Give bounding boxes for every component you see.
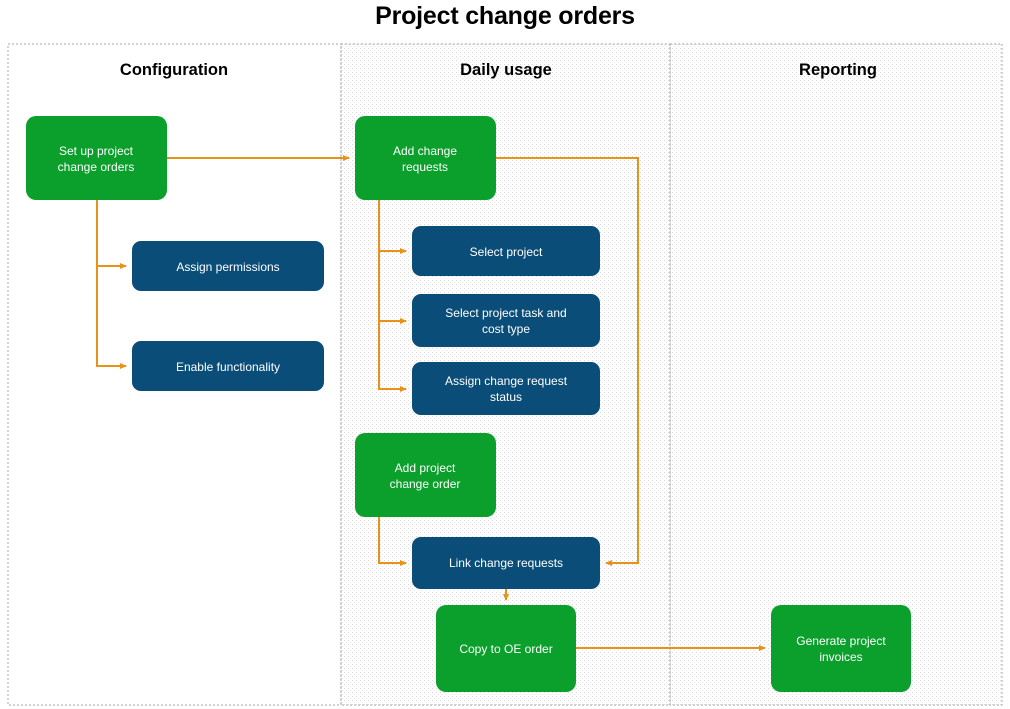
node-select-project-task-and-cost-type-line-1: Select project task and: [445, 306, 566, 320]
node-assign-permissions[interactable]: Assign permissions: [132, 241, 324, 291]
node-set-up-project-change-orders-line-2: change orders: [58, 160, 135, 174]
node-select-project-task-and-cost-type-shape[interactable]: [412, 294, 600, 347]
connector-add-project-change-order-to-link-change-requests: [378, 517, 407, 566]
node-add-change-requests-line-1: Add change: [393, 144, 457, 158]
node-generate-project-invoices-line-1: Generate project: [796, 634, 886, 648]
node-copy-to-oe-order[interactable]: Copy to OE order: [436, 605, 576, 692]
swimlane-title-configuration: Configuration: [120, 61, 228, 79]
nodes: Set up project change orders Assign perm…: [26, 116, 911, 692]
node-enable-functionality[interactable]: Enable functionality: [132, 341, 324, 391]
node-add-change-requests-line-2: requests: [402, 160, 448, 174]
swimlane-borders: [7, 43, 1003, 706]
node-select-project-task-and-cost-type-line-2: cost type: [482, 322, 530, 336]
connector-add-change-requests-to-assign-status: [378, 200, 407, 392]
node-add-project-change-order-shape[interactable]: [355, 433, 496, 517]
node-link-change-requests[interactable]: Link change requests: [412, 537, 600, 589]
node-enable-functionality-line-1: Enable functionality: [176, 360, 280, 374]
node-generate-project-invoices-shape[interactable]: [771, 605, 911, 692]
node-link-change-requests-line-1: Link change requests: [449, 556, 563, 570]
node-assign-change-request-status-line-1: Assign change request: [445, 374, 568, 388]
swimlane-reporting-bg: [670, 44, 1002, 705]
node-select-project-task-and-cost-type[interactable]: Select project task and cost type: [412, 294, 600, 347]
node-select-project[interactable]: Select project: [412, 226, 600, 276]
connectors: [96, 154, 766, 651]
node-generate-project-invoices[interactable]: Generate project invoices: [771, 605, 911, 692]
swimlane-reporting-border: [669, 43, 1003, 706]
connector-add-change-requests-to-link-change-requests: [496, 157, 639, 567]
node-generate-project-invoices-line-2: invoices: [819, 650, 862, 664]
node-add-project-change-order-line-2: change order: [390, 477, 461, 491]
node-select-project-shape[interactable]: [412, 226, 600, 276]
node-set-up-project-change-orders-shape[interactable]: [26, 116, 167, 200]
swimlane-titles: Configuration Daily usage Reporting: [120, 61, 877, 79]
node-assign-change-request-status[interactable]: Assign change request status: [412, 362, 600, 415]
node-assign-permissions-shape[interactable]: [132, 241, 324, 291]
node-assign-change-request-status-line-2: status: [490, 390, 522, 404]
swimlane-title-daily-usage: Daily usage: [460, 61, 552, 79]
node-set-up-project-change-orders[interactable]: Set up project change orders: [26, 116, 167, 200]
node-link-change-requests-shape[interactable]: [412, 537, 600, 589]
node-copy-to-oe-order-shape[interactable]: [436, 605, 576, 692]
node-add-change-requests[interactable]: Add change requests: [355, 116, 496, 200]
node-add-change-requests-shape[interactable]: [355, 116, 496, 200]
node-add-project-change-order[interactable]: Add project change order: [355, 433, 496, 517]
node-select-project-line-1: Select project: [470, 245, 543, 259]
node-assign-change-request-status-shape[interactable]: [412, 362, 600, 415]
page-title: Project change orders: [375, 2, 635, 30]
connector-setup-to-enable-functionality: [96, 200, 127, 369]
node-copy-to-oe-order-line-1: Copy to OE order: [459, 642, 552, 656]
swimlane-configuration-border: [7, 43, 342, 706]
swimlane-daily-usage-border: [340, 43, 671, 706]
node-set-up-project-change-orders-line-1: Set up project: [59, 144, 134, 158]
swimlane-title-reporting: Reporting: [799, 61, 877, 79]
node-add-project-change-order-line-1: Add project: [395, 461, 456, 475]
node-assign-permissions-line-1: Assign permissions: [176, 260, 279, 274]
node-enable-functionality-shape[interactable]: [132, 341, 324, 391]
